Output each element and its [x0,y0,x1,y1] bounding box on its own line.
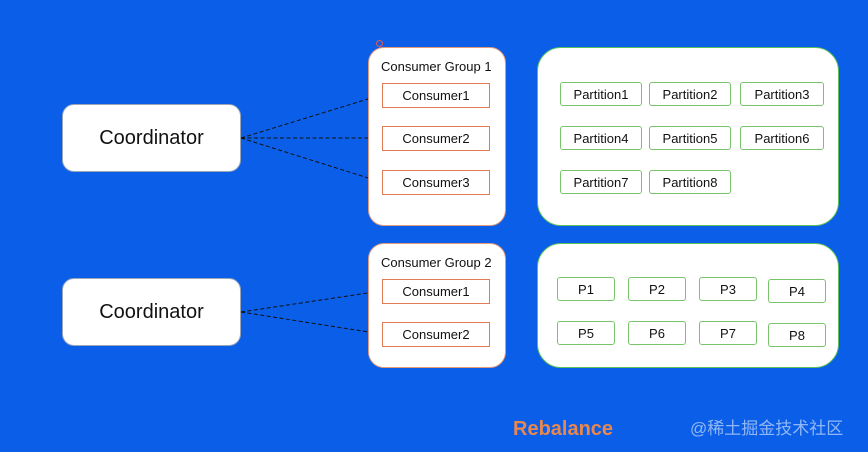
consumer-group-2: Consumer Group 2 [368,243,506,368]
partition-1: Partition1 [560,82,642,106]
partition-7: Partition7 [560,170,642,194]
group1-consumer3: Consumer3 [382,170,490,195]
partition-box-2 [537,243,839,368]
partition-6: Partition6 [740,126,824,150]
consumer-group-1-title: Consumer Group 1 [381,59,492,74]
p2: P2 [628,277,686,301]
arrow-coord2-consumer2 [240,311,382,337]
arrow-coord1-consumer3 [240,137,382,184]
partition-2: Partition2 [649,82,731,106]
group1-consumer2: Consumer2 [382,126,490,151]
watermark: @稀土掘金技术社区 [690,419,844,438]
arrow-coord2-consumer1 [240,288,382,313]
cursor-marker-icon [376,40,383,47]
p4: P4 [768,279,826,303]
partition-8: Partition8 [649,170,731,194]
p7: P7 [699,321,757,345]
p5: P5 [557,321,615,345]
p1: P1 [557,277,615,301]
partition-5: Partition5 [649,126,731,150]
group1-consumer1: Consumer1 [382,83,490,108]
consumer-group-2-title: Consumer Group 2 [381,255,492,270]
group2-consumer1: Consumer1 [382,279,490,304]
partition-3: Partition3 [740,82,824,106]
coordinator-1: Coordinator [62,104,241,172]
p6: P6 [628,321,686,345]
group2-consumer2: Consumer2 [382,322,490,347]
coordinator-2: Coordinator [62,278,241,346]
p3: P3 [699,277,757,301]
rebalance-label: Rebalance [513,418,614,440]
p8: P8 [768,323,826,347]
arrow-coord1-consumer1 [240,93,382,139]
partition-4: Partition4 [560,126,642,150]
